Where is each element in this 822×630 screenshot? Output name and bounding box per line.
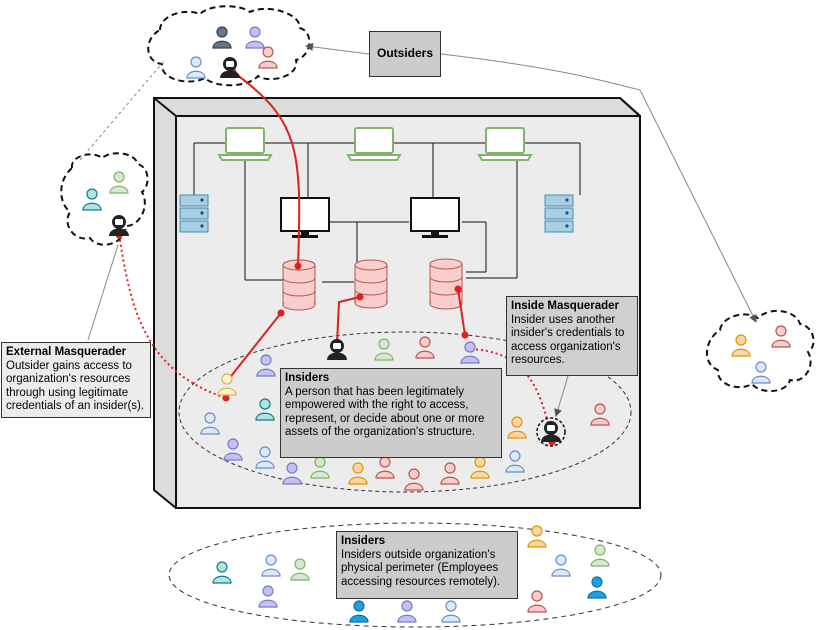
person-icon (255, 446, 275, 469)
person-icon (348, 462, 368, 485)
masked-attacker-icon (541, 421, 561, 442)
person-icon (261, 554, 281, 577)
person-icon (258, 585, 278, 608)
person-icon (255, 398, 275, 421)
person-icon (404, 468, 424, 491)
masked-attacker-icon (109, 215, 129, 236)
person-icon (375, 456, 395, 479)
monitor-icon (280, 197, 330, 238)
person-icon (751, 361, 771, 384)
server-icon (179, 194, 209, 233)
person-icon (82, 188, 102, 211)
person-icon (415, 336, 435, 359)
person-icon (223, 438, 243, 461)
person-icon (587, 576, 607, 599)
server-icon (544, 194, 574, 233)
person-icon (590, 544, 610, 567)
person-icon (109, 171, 129, 194)
compromise-paths (118, 71, 553, 443)
laptop-icon (217, 127, 273, 161)
person-icon (212, 561, 232, 584)
remote-insiders-description: Insiders outside organization's physical… (341, 548, 501, 588)
database-icon (354, 259, 388, 309)
inside-masquerader-label: Inside Masquerader Insider uses another … (506, 296, 638, 376)
person-icon (470, 456, 490, 479)
person-icon (731, 334, 751, 357)
external-masquerader-description: Outsider gains access to organization's … (6, 359, 145, 413)
outsiders-label: Outsiders (369, 31, 441, 77)
person-icon (507, 416, 527, 439)
person-icon (200, 412, 220, 435)
person-icon (217, 373, 237, 396)
person-icon (256, 354, 276, 377)
person-icon (527, 525, 547, 548)
person-icon (460, 341, 480, 364)
laptop-icon (346, 127, 402, 161)
people-layer (82, 26, 791, 623)
connector-lines (79, 42, 757, 417)
person-icon (349, 600, 369, 623)
person-icon (310, 456, 330, 479)
inside-masquerader-description: Insider uses another insider's credentia… (511, 313, 625, 367)
cloud-outline (706, 309, 815, 392)
person-icon (374, 338, 394, 361)
person-icon (505, 450, 525, 473)
person-icon (527, 590, 547, 613)
inside-masquerader-highlight (536, 417, 566, 447)
monitor-icon (410, 197, 460, 238)
remote-insiders-title: Insiders (341, 535, 386, 547)
person-icon (258, 46, 278, 69)
person-icon (212, 26, 232, 49)
masked-attacker-icon (327, 339, 347, 360)
inside-insiders-zone (178, 331, 632, 493)
external-masquerader-label: External Masquerader Outsider gains acce… (1, 342, 151, 418)
person-icon (551, 554, 571, 577)
person-icon (282, 462, 302, 485)
person-icon (290, 558, 310, 581)
person-icon (590, 403, 610, 426)
insiders-description: A person that has been legitimately empo… (285, 385, 485, 439)
cloud-outline (60, 152, 149, 246)
person-icon (771, 325, 791, 348)
insiders-title: Insiders (285, 372, 330, 384)
person-icon (245, 26, 265, 49)
person-icon (186, 56, 206, 79)
external-masquerader-title: External Masquerader (6, 346, 127, 358)
remote-insiders-label: Insiders Insiders outside organization's… (336, 531, 518, 599)
laptop-icon (477, 127, 533, 161)
masked-attacker-icon (220, 57, 240, 78)
person-icon (440, 462, 460, 485)
database-icon (429, 258, 463, 310)
remote-insiders-zone (168, 522, 662, 628)
inside-masquerader-title: Inside Masquerader (511, 300, 620, 312)
person-icon (441, 600, 461, 623)
insiders-label: Insiders A person that has been legitima… (280, 368, 502, 458)
person-icon (397, 600, 417, 623)
